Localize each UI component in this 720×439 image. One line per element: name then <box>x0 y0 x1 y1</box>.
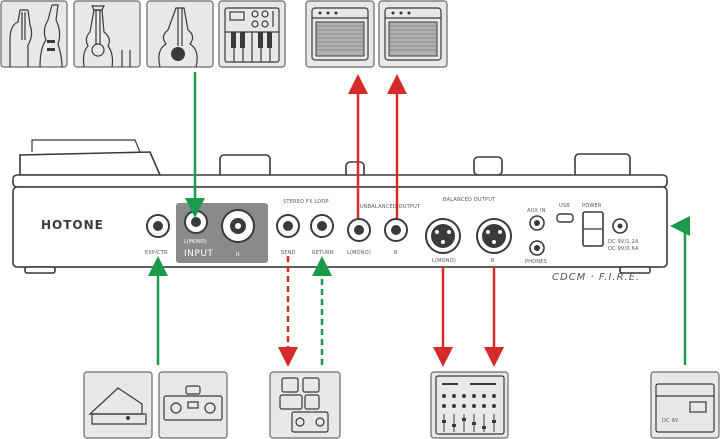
acoustic-guitar-icon <box>73 0 141 68</box>
dc-jack: DC 9V/1.2A DC 9V/0.6A <box>608 218 639 252</box>
mixer-icon <box>430 371 509 439</box>
return-jack: RETURN <box>310 214 334 256</box>
exp-ctr-jack: EXP/CTR <box>145 214 170 256</box>
effects-pedals-icon <box>269 371 341 439</box>
synth-keyboard-icon <box>218 0 286 68</box>
model-logo: CDCM · F.I.R.E. <box>552 272 640 283</box>
unbal-l-label: L(MONO) <box>347 250 371 256</box>
input-r-label: R <box>236 252 240 258</box>
power-adapter-icon: DC 9V <box>650 371 720 439</box>
balanced-output-r-xlr: R <box>476 218 512 264</box>
svg-text:DC 9V: DC 9V <box>662 418 679 424</box>
aux-in-jack <box>529 215 545 231</box>
footswitch-icon <box>158 371 228 439</box>
phones-jack: PHONES <box>525 240 547 265</box>
guitar-amp-icon <box>378 0 448 68</box>
balanced-output-l-xlr: L(MONO) <box>425 218 461 264</box>
brand-logo: HOTONE <box>41 218 104 232</box>
dc-sub-label: DC 9V/0.6A <box>608 246 639 252</box>
send-label: SEND <box>281 250 296 256</box>
bal-r-label: R <box>491 258 495 264</box>
electric-guitar-icon <box>0 0 68 68</box>
device-rear-panel: HOTONE EXP/CTR L(MONO) INPUT R STEREO FX… <box>12 139 668 283</box>
unbalanced-output-r-jack: R <box>384 218 408 256</box>
unbalanced-output-l-jack: L(MONO) <box>347 218 371 256</box>
unbalanced-output-label: UNBALANCED OUTPUT <box>360 204 421 210</box>
send-jack: SEND <box>276 214 300 256</box>
phones-label: PHONES <box>525 259 547 265</box>
guitar-amp-icon <box>305 0 375 68</box>
usb-port <box>556 213 574 223</box>
input-mono-label: L(MONO) <box>184 239 207 245</box>
dc-label: DC 9V/1.2A <box>608 239 639 245</box>
return-label: RETURN <box>312 250 334 256</box>
bal-l-label: L(MONO) <box>432 258 456 264</box>
expression-pedal-icon <box>83 371 153 439</box>
stereo-fx-loop-label: STEREO FX LOOP <box>283 199 329 205</box>
input-section: L(MONO) INPUT R <box>176 203 268 263</box>
power-switch <box>582 211 604 247</box>
exp-ctr-label: EXP/CTR <box>145 250 168 256</box>
input-label: INPUT <box>184 249 213 259</box>
aux-in-label: AUX IN <box>527 208 546 214</box>
balanced-output-label: BALANCED OUTPUT <box>443 197 496 203</box>
unbal-r-label: R <box>394 250 398 256</box>
power-to-dc-arrow <box>670 216 690 365</box>
acoustic-guitar-round-icon <box>146 0 214 68</box>
power-label: POWER <box>582 203 602 209</box>
usb-label: USB <box>559 203 570 209</box>
